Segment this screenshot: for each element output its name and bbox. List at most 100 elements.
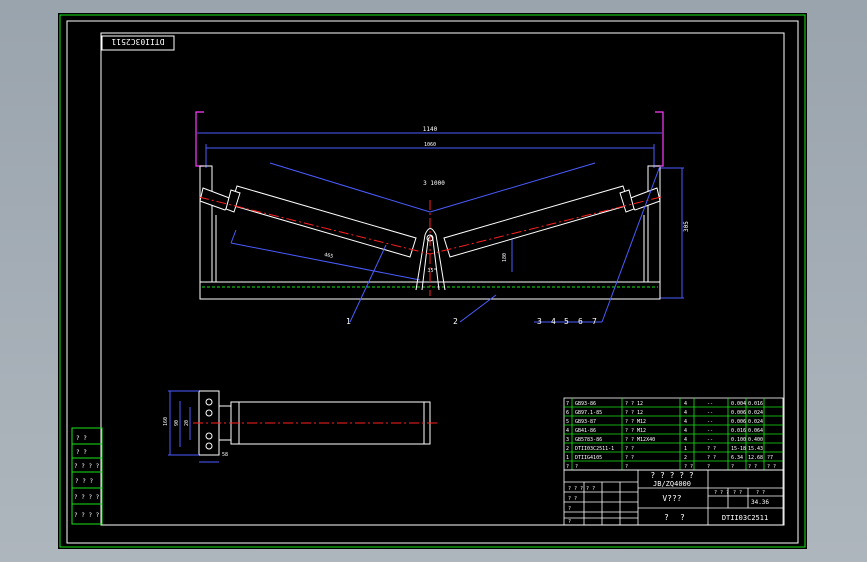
dim-overall: 1140 <box>423 126 438 133</box>
svg-text:? ?: ? ? <box>76 449 87 456</box>
callout-7: 7 <box>592 317 597 326</box>
bom-cell-c6: 6.34 <box>731 455 743 461</box>
callout-5: 5 <box>564 317 569 326</box>
bom-cell-code: GB93-87 <box>575 419 596 425</box>
sheet-middle-border <box>66 20 799 544</box>
bom-cell-c5: ? <box>707 464 710 470</box>
bom-cell-qty: ? ? <box>684 464 693 470</box>
weight: 34.36 <box>751 499 769 506</box>
bom-cell-c6: 0.100 <box>731 437 746 443</box>
bom-cell-c6: 0.016 <box>731 428 746 434</box>
dim-height: 305 <box>683 221 690 232</box>
bom-cell-seq: 7 <box>566 401 569 407</box>
code-box <box>101 35 175 51</box>
bom-cell-seq: 4 <box>566 428 569 434</box>
left-block-4: ? <box>568 519 571 525</box>
bom-cell-qty: 4 <box>684 410 687 416</box>
dimension-lines <box>197 132 684 299</box>
bom-cell-c5: -- <box>707 419 713 425</box>
bom-cell-code: ? <box>575 464 578 470</box>
bom-cell-c7: 0.024 <box>748 419 763 425</box>
bom-cell-name: ? ? 12 <box>625 410 643 416</box>
side-stamp-block <box>71 427 103 525</box>
bom-cell-c7: 0.064 <box>748 428 763 434</box>
front-view: 1140 1060 3 1000 305 465 89 180 67 35° <box>195 111 690 326</box>
sheet-outer-border <box>59 14 806 548</box>
callout-6: 6 <box>578 317 583 326</box>
bom-cell-code: GB5783-86 <box>575 437 602 443</box>
bom-cell-c6: 0.006 <box>731 410 746 416</box>
bom-cell-c5: -- <box>707 428 713 434</box>
bom-cell-qty: 4 <box>684 419 687 425</box>
bom-cell-name: ? ? M12 <box>625 419 646 425</box>
svg-text:? ?: ? ? <box>76 435 87 442</box>
plan-dim-1: 160 <box>163 417 169 426</box>
callout-4: 4 <box>551 317 556 326</box>
bom-cell-c6: 0.006 <box>731 419 746 425</box>
bom-cell-seq: 1 <box>566 455 569 461</box>
plan-dim-4: 58 <box>222 452 228 458</box>
bom-cell-seq: 3 <box>566 437 569 443</box>
bom-cell-c8: ? ? <box>767 464 776 470</box>
bom-cell-c6: 15-18 <box>731 446 746 452</box>
bom-cell-code: GB97.1-85 <box>575 410 602 416</box>
bom-cell-c5: -- <box>707 401 713 407</box>
bom-cell-c7: 15.43 <box>748 446 763 452</box>
drawing-sheet <box>58 13 807 549</box>
centerlines <box>198 196 662 296</box>
svg-text:? ? ? ?: ? ? ? ? <box>74 512 100 519</box>
bom-cell-c7: 12.68 <box>748 455 763 461</box>
callout-2: 2 <box>453 317 458 326</box>
drawing-code-rotated: DTII03C2511 <box>111 37 164 46</box>
title-block <box>563 469 784 526</box>
bom-cell-qty: 4 <box>684 401 687 407</box>
scale-label-2: ? ? <box>733 490 742 496</box>
bom-cell-name: ? <box>625 464 628 470</box>
title-top: ? ? ? ? ? <box>650 471 694 480</box>
bom-cell-c7: 0.024 <box>748 410 763 416</box>
svg-text:? ? ? ?: ? ? ? ? <box>74 494 100 501</box>
bom-cell-c6: 0.004 <box>731 401 746 407</box>
plan-view: 160 90 20 58 <box>163 390 440 463</box>
bom-cell-seq: 6 <box>566 410 569 416</box>
dim-center-h: 180 <box>502 253 508 262</box>
standard-code: JB/ZQ4000 <box>653 480 691 488</box>
bom-cell-c8: ?7 <box>767 455 773 461</box>
dim-angle: 35° <box>427 268 436 274</box>
bom-cell-name: ? ? M12 <box>625 428 646 434</box>
bom-cell-name: ? ? M12X40 <box>625 437 655 443</box>
scale-label-3: ? ? <box>756 490 765 496</box>
bom-cell-code: DTII03C2511-1 <box>575 446 614 452</box>
part-name: V??? <box>662 494 681 503</box>
callout-leaders <box>349 165 661 323</box>
side-stamp-text: ? ? ? ? ? ? ? ? ? ? ? ? ? ? ? ? ? ? ? <box>74 435 100 519</box>
bom-cell-code: GB93-86 <box>575 401 596 407</box>
dim-roller-span: 3 1000 <box>423 180 445 187</box>
bom-cell-seq: 5 <box>566 419 569 425</box>
svg-text:? ? ?: ? ? ? <box>75 478 93 485</box>
plan-dim-3: 20 <box>184 420 190 426</box>
bom-cell-qty: 2 <box>684 455 687 461</box>
bottom-mark-1: ? <box>664 513 669 522</box>
bom-cell-seq: ? <box>566 464 569 470</box>
bom-cell-c7: 0.016 <box>748 401 763 407</box>
bom-cell-c5: ? ? <box>707 446 716 452</box>
bom-cell-c7: ? ? <box>748 464 757 470</box>
svg-text:? ? ? ?: ? ? ? ? <box>74 463 100 470</box>
bom-cell-c7: 0.400 <box>748 437 763 443</box>
bom-cell-name: ? ? <box>625 455 634 461</box>
bom-cell-name: ? ? <box>625 446 634 452</box>
bom-cell-qty: 4 <box>684 437 687 443</box>
callout-3: 3 <box>537 317 542 326</box>
bom-cell-seq: 2 <box>566 446 569 452</box>
bottom-mark-2: ? <box>680 513 685 522</box>
bom-cell-qty: 4 <box>684 428 687 434</box>
dim-mount: 1060 <box>424 142 436 148</box>
bom-cell-c6: ? <box>731 464 734 470</box>
bom-cell-c5: -- <box>707 437 713 443</box>
bom-cell-code: DTIIG4105 <box>575 455 602 461</box>
bom-cell-qty: 1 <box>684 446 687 452</box>
left-block-1: ? ? ? ? ? <box>568 486 595 492</box>
